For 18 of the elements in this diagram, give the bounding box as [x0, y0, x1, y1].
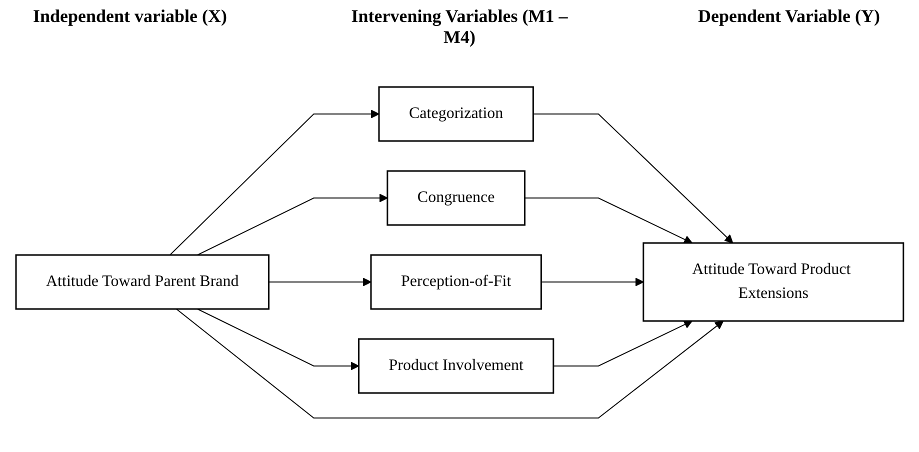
arrow	[552, 320, 692, 366]
arrow	[196, 193, 388, 255]
arrow	[532, 113, 733, 243]
node-box: Categorization	[378, 86, 534, 142]
arrow	[524, 197, 692, 244]
arrow	[268, 277, 372, 286]
node-box: Congruence	[386, 170, 526, 226]
arrow	[169, 109, 380, 255]
column-heading: Intervening Variables (M1 –M4)	[350, 6, 569, 49]
node-box: Product Involvement	[358, 338, 554, 394]
column-heading: Dependent Variable (Y)	[696, 6, 881, 28]
node-box: Perception-of-Fit	[370, 254, 542, 310]
arrow	[196, 308, 359, 370]
column-heading: Independent variable (X)	[32, 6, 228, 28]
node-box: Attitude Toward Product Extensions	[642, 242, 904, 322]
arrow	[540, 277, 644, 286]
node-box: Attitude Toward Parent Brand	[15, 254, 270, 310]
arrow	[176, 308, 724, 418]
